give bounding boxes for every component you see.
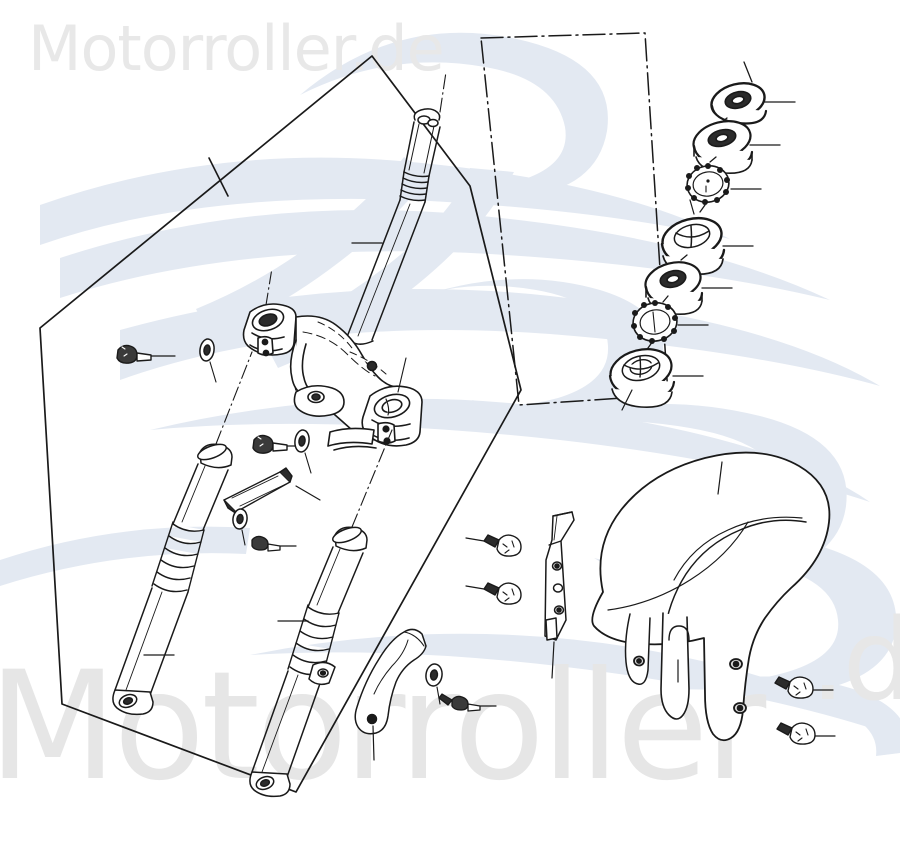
fender-bracket [544, 511, 575, 679]
ball-bearing-upper [685, 163, 730, 205]
bolt-fender-2 [465, 582, 522, 605]
washer-2 [294, 429, 312, 474]
washer-3 [232, 508, 248, 546]
bolt-fender-1 [465, 534, 522, 557]
fork-leg-left [112, 351, 253, 716]
fork-group-leader-tick [208, 157, 229, 197]
leader-lines [143, 101, 796, 656]
bolt-small-2 [438, 693, 497, 712]
fork-group-box [39, 55, 522, 793]
steering-stem [346, 71, 447, 345]
washer-1 [199, 338, 217, 383]
bolt-fender-4 [776, 722, 836, 745]
bearing-race-2 [692, 120, 754, 175]
bolt-clamp-lower [252, 434, 306, 454]
fork-leg-right [249, 429, 393, 798]
ball-bearing-lower [631, 300, 678, 344]
washer-4 [425, 663, 443, 705]
fork-link-arm [354, 628, 427, 761]
bolt-clamp-left [116, 344, 176, 364]
bolt-fender-3 [774, 676, 834, 699]
front-fender [591, 451, 831, 742]
bolt-small-1 [251, 535, 297, 552]
bearing-race-bottom [608, 348, 676, 411]
lower-triple-clamp [242, 267, 423, 451]
bearing-race-top [710, 61, 768, 125]
bearing-stack [608, 61, 768, 411]
